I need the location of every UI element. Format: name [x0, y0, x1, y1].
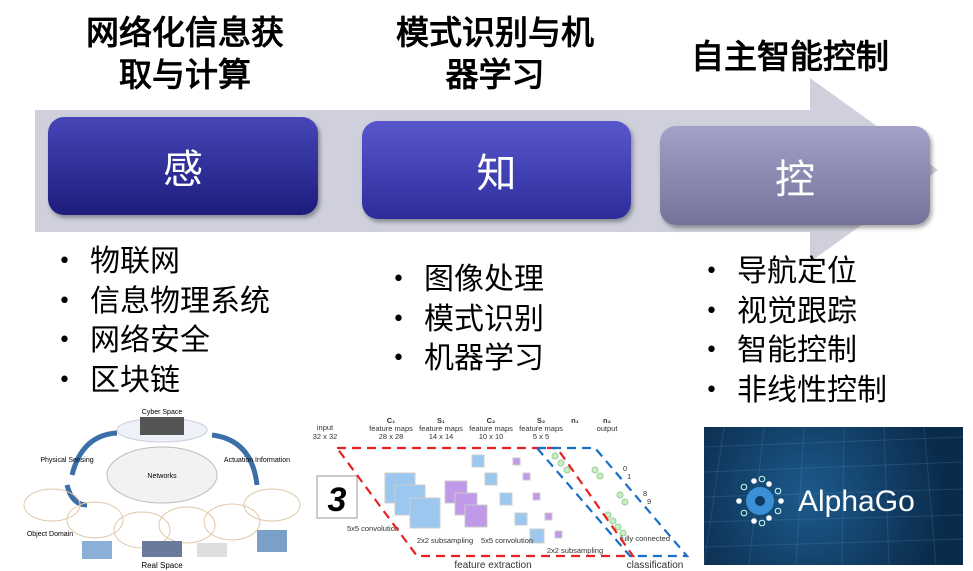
figure-label: 10 x 10 — [479, 432, 504, 441]
figure-label: feature maps — [369, 424, 413, 433]
list-item: 网络安全 — [58, 321, 270, 361]
box-sense: 感 — [48, 117, 318, 215]
alphago-image: AlphaGo — [704, 427, 963, 565]
box-control: 控 — [660, 126, 930, 225]
figure-label: C₁ — [387, 416, 396, 425]
figure-label: 0 — [623, 464, 627, 473]
cnn-label: 2x2 subsampling — [417, 536, 473, 545]
cnn-label: 5x5 convolution — [347, 524, 399, 533]
figure-label: n₁ — [571, 416, 579, 425]
box-know: 知 — [362, 121, 631, 219]
figure-label: C₂ — [487, 416, 496, 425]
figure-label: 1 — [627, 472, 631, 481]
box-label: 知 — [476, 151, 517, 197]
cps-figure: Cyber Space Networks Physical Sensing Ac… — [23, 409, 301, 570]
figure-label: output — [597, 424, 619, 433]
cps-label: Networks — [147, 473, 177, 480]
heading-sensing: 网络化信息获取与计算 — [86, 13, 284, 94]
figure-label: n₂ — [603, 416, 611, 425]
cnn-label: classification — [627, 560, 684, 571]
figure-label: feature maps — [419, 424, 463, 433]
box-label: 控 — [775, 156, 815, 203]
cps-label: Cyber Space — [142, 409, 183, 416]
box-label: 感 — [163, 147, 203, 193]
figure-label: feature maps — [469, 424, 513, 433]
figure-label: 5 x 5 — [533, 432, 549, 441]
list-item: 区块链 — [58, 361, 270, 401]
list-cognition: 图像处理 模式识别 机器学习 — [392, 260, 544, 379]
list-item: 模式识别 — [392, 300, 544, 340]
figure-label: 8 — [643, 489, 647, 498]
figure-label: S₁ — [437, 416, 445, 425]
figure-label: 9 — [647, 497, 651, 506]
heading-control: 自主智能控制 — [691, 37, 889, 76]
list-item: 智能控制 — [705, 331, 887, 371]
cnn-label: fully connected — [620, 534, 670, 543]
cps-label: Real Space — [141, 561, 183, 570]
list-item: 图像处理 — [392, 260, 544, 300]
list-item: 导航定位 — [705, 252, 887, 292]
list-item: 机器学习 — [392, 339, 544, 379]
list-item: 物联网 — [58, 242, 270, 282]
list-sensing: 物联网 信息物理系统 网络安全 区块链 — [58, 242, 270, 400]
list-item: 非线性控制 — [705, 371, 887, 411]
cps-label: Physical Sensing — [40, 457, 93, 464]
figure-label: 14 x 14 — [429, 432, 454, 441]
cnn-figure: input 32 x 32 C₁ feature maps 28 x 28 S₁… — [313, 416, 690, 571]
alphago-logo: AlphaGo — [704, 427, 963, 565]
figure-label: S₂ — [537, 416, 545, 425]
list-item: 信息物理系统 — [58, 282, 270, 322]
cps-label: Actuation Information — [224, 457, 290, 464]
figure-label: 28 x 28 — [379, 432, 404, 441]
figure-label: AlphaGo — [798, 485, 915, 518]
heading-cognition: 模式识别与机器学习 — [396, 13, 594, 94]
cps-label: Object Domain — [27, 531, 73, 538]
cnn-label: feature extraction — [454, 560, 531, 571]
figure-label: 3 — [328, 481, 347, 519]
list-item: 视觉跟踪 — [705, 292, 887, 332]
figure-label: 32 x 32 — [313, 432, 338, 441]
list-control: 导航定位 视觉跟踪 智能控制 非线性控制 — [705, 252, 887, 410]
figure-label: input — [317, 423, 334, 432]
figure-label: feature maps — [519, 424, 563, 433]
cnn-label: 5x5 convolution — [481, 536, 533, 545]
cnn-label: 2x2 subsampling — [547, 546, 603, 555]
